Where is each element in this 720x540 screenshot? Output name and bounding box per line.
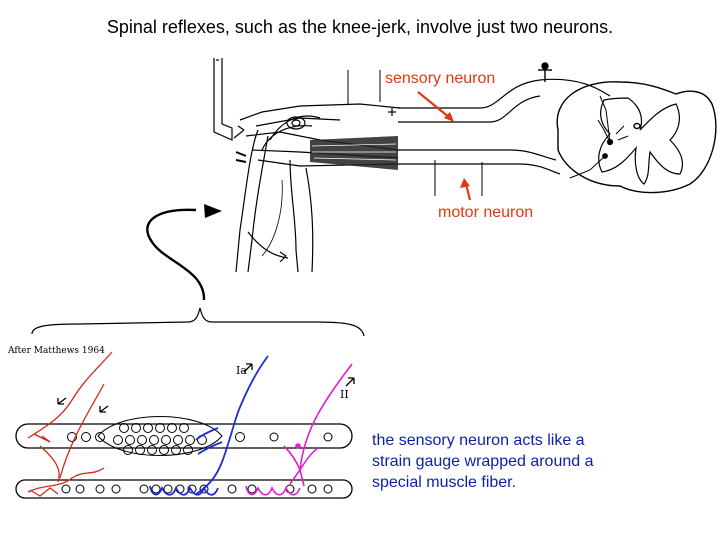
blue-ia-fiber (149, 355, 269, 496)
caption: the sensory neuron acts like a strain ga… (372, 430, 594, 493)
detail-brace (31, 307, 365, 337)
caption-line: strain gauge wrapped around a (372, 453, 594, 470)
nerve-tracts (388, 78, 611, 175)
sensory-neuron-label: sensory neuron (385, 70, 496, 87)
muscle-spindle-detail (15, 363, 355, 499)
slide-title: Spinal reflexes, such as the knee-jerk, … (106, 17, 614, 37)
magenta-ii-fiber (245, 363, 353, 496)
ia-fiber-label: Ia (236, 364, 247, 377)
motor-neuron-label: motor neuron (438, 204, 534, 221)
ii-fiber-label: II (340, 388, 349, 401)
red-motor-fibers (27, 351, 113, 497)
knee-sketch (213, 58, 401, 273)
caption-line: the sensory neuron acts like a (372, 432, 585, 449)
spinal-cord-cross-section (538, 62, 717, 194)
detail-pointer (146, 204, 222, 301)
pointer-arrows (417, 91, 472, 201)
caption-line: special muscle fiber. (372, 474, 517, 491)
label-leaders (347, 70, 483, 196)
source-credit: After Matthews 1964 (8, 346, 105, 356)
